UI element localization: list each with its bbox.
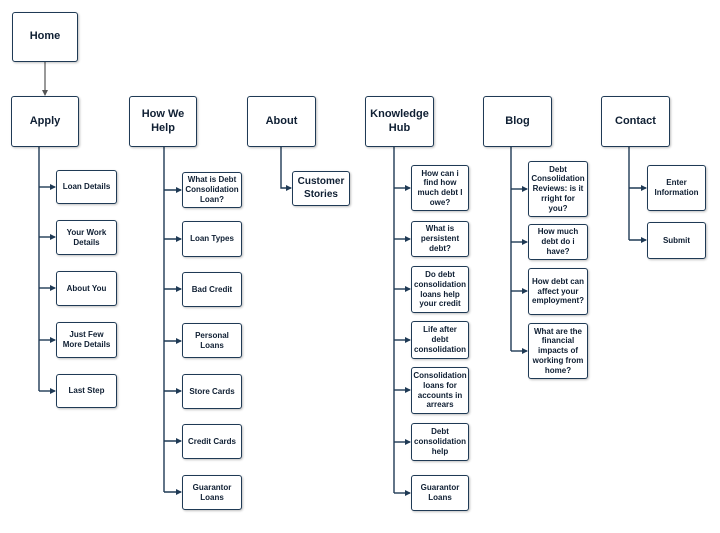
node-loans-in-arrears-label: Consolidation loans for accounts in arre… <box>413 371 467 410</box>
node-what-is-persistent-debt-label: What is persistent debt? <box>420 224 460 253</box>
node-guarantor-loans-help: Guarantor Loans <box>182 475 242 510</box>
node-contact-label: Contact <box>615 114 656 127</box>
node-life-after-debt-consolidation-label: Life after debt consolidation <box>414 325 466 354</box>
node-knowledge-hub-label: Knowledge Hub <box>370 108 429 134</box>
node-customer-stories: Customer Stories <box>292 171 350 206</box>
node-store-cards: Store Cards <box>182 374 242 409</box>
node-credit-cards-label: Credit Cards <box>187 436 236 446</box>
node-about: About <box>247 96 316 147</box>
node-bad-credit: Bad Credit <box>182 272 242 307</box>
node-loan-details-label: Loan Details <box>62 182 111 192</box>
node-blog: Blog <box>483 96 552 147</box>
node-how-much-debt-i-owe: How can i find how much debt I owe? <box>411 165 469 211</box>
node-contact: Contact <box>601 96 670 147</box>
node-debt-consolidation-help-label: Debt consolidation help <box>414 427 466 456</box>
node-loans-in-arrears: Consolidation loans for accounts in arre… <box>411 367 469 414</box>
node-how-much-debt-do-i-have: How much debt do i have? <box>528 224 588 260</box>
node-just-few-more-details: Just Few More Details <box>56 322 117 358</box>
node-home: Home <box>12 12 78 62</box>
node-debt-affect-employment: How debt can affect your employment? <box>528 268 588 315</box>
node-store-cards-label: Store Cards <box>189 386 235 396</box>
node-guarantor-loans-hub-label: Guarantor Loans <box>420 483 460 502</box>
node-how-much-debt-i-owe-label: How can i find how much debt I owe? <box>417 168 463 207</box>
node-submit-label: Submit <box>662 235 691 245</box>
node-loans-help-credit: Do debt consolidation loans help your cr… <box>411 266 469 313</box>
node-debt-consolidation-reviews: Debt Consolidation Reviews: is it rright… <box>528 161 588 217</box>
node-submit: Submit <box>647 222 706 259</box>
node-enter-information: Enter Information <box>647 165 706 211</box>
node-apply: Apply <box>11 96 79 147</box>
node-what-is-debt-consolidation-loan-label: What is Debt Consolidation Loan? <box>185 175 239 204</box>
node-about-you-label: About You <box>66 283 107 293</box>
node-loan-types: Loan Types <box>182 221 242 257</box>
node-loan-details: Loan Details <box>56 170 117 204</box>
node-guarantor-loans-help-label: Guarantor Loans <box>192 482 232 502</box>
node-last-step: Last Step <box>56 374 117 408</box>
node-how-much-debt-do-i-have-label: How much debt do i have? <box>537 227 579 256</box>
node-apply-label: Apply <box>29 114 61 127</box>
node-what-is-persistent-debt: What is persistent debt? <box>411 221 469 257</box>
node-impacts-working-from-home-label: What are the financial impacts of workin… <box>532 326 584 375</box>
node-home-label: Home <box>29 30 61 43</box>
connector-about-customer-stories <box>280 147 292 191</box>
node-impacts-working-from-home: What are the financial impacts of workin… <box>528 323 588 379</box>
node-debt-consolidation-help: Debt consolidation help <box>411 423 469 461</box>
node-credit-cards: Credit Cards <box>182 424 242 459</box>
node-debt-consolidation-reviews-label: Debt Consolidation Reviews: is it rright… <box>531 164 585 213</box>
node-your-work-details-label: Your Work Details <box>66 227 107 247</box>
node-personal-loans-label: Personal Loans <box>195 330 229 350</box>
node-how-we-help-label: How We Help <box>141 108 185 134</box>
node-how-we-help: How We Help <box>129 96 197 147</box>
node-bad-credit-label: Bad Credit <box>191 284 233 294</box>
node-last-step-label: Last Step <box>68 386 105 396</box>
node-customer-stories-label: Customer Stories <box>297 176 345 200</box>
node-about-label: About <box>265 114 298 127</box>
node-life-after-debt-consolidation: Life after debt consolidation <box>411 321 469 359</box>
node-blog-label: Blog <box>505 114 530 127</box>
node-personal-loans: Personal Loans <box>182 323 242 358</box>
node-what-is-debt-consolidation-loan: What is Debt Consolidation Loan? <box>182 172 242 208</box>
node-just-few-more-details-label: Just Few More Details <box>62 330 111 349</box>
node-enter-information-label: Enter Information <box>654 178 699 197</box>
node-guarantor-loans-hub: Guarantor Loans <box>411 475 469 511</box>
node-loans-help-credit-label: Do debt consolidation loans help your cr… <box>414 270 466 309</box>
node-loan-types-label: Loan Types <box>190 234 234 244</box>
node-about-you: About You <box>56 271 117 306</box>
node-your-work-details: Your Work Details <box>56 220 117 255</box>
node-debt-affect-employment-label: How debt can affect your employment? <box>532 276 585 306</box>
node-knowledge-hub: Knowledge Hub <box>365 96 434 147</box>
